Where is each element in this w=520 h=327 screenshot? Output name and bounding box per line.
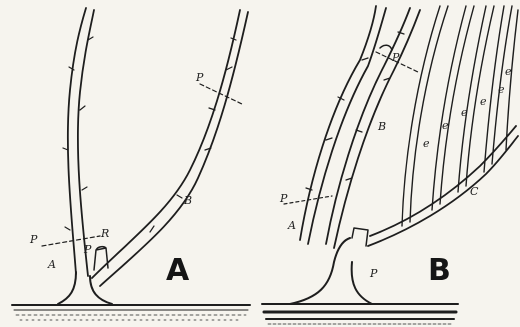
label-a-r: R bbox=[101, 228, 109, 239]
label-b-e-5: e bbox=[498, 84, 505, 95]
label-b-e-1: e bbox=[423, 138, 430, 149]
panel-a-right-shoot-b bbox=[92, 10, 248, 286]
panel-b-label: B bbox=[428, 256, 451, 286]
panel-a-stub-r bbox=[94, 247, 108, 270]
panel-b-shoots-e bbox=[402, 6, 518, 226]
label-b-p-left: P bbox=[280, 193, 287, 204]
label-b-e-6: e bbox=[505, 66, 512, 77]
label-b-b: B bbox=[378, 121, 386, 132]
label-a-b: B bbox=[184, 195, 192, 206]
panel-b-drawing bbox=[262, 6, 518, 324]
label-b-e-4: e bbox=[480, 96, 487, 107]
panel-b-ground bbox=[262, 304, 458, 324]
label-b-c: C bbox=[470, 186, 478, 197]
panel-b-stub bbox=[352, 228, 368, 246]
panel-b-trunk bbox=[290, 238, 372, 304]
label-a-a: A bbox=[48, 259, 56, 270]
label-a-p-small: P bbox=[84, 244, 91, 255]
panel-a-drawing bbox=[12, 8, 250, 320]
panel-a-label: A bbox=[166, 256, 189, 286]
label-b-e-2: e bbox=[442, 120, 449, 131]
panel-a-left-shoot bbox=[63, 8, 94, 276]
label-b-e-3: e bbox=[461, 107, 468, 118]
label-a-p-upper: P bbox=[196, 72, 203, 83]
label-b-p-trunk: P bbox=[370, 268, 377, 279]
panel-a-ground bbox=[12, 305, 250, 320]
panel-b-arm-c bbox=[368, 126, 518, 246]
label-b-a: A bbox=[288, 220, 296, 231]
label-a-p-left: P bbox=[30, 234, 37, 245]
panel-a-trunk bbox=[58, 272, 112, 304]
label-b-p-shoot: P bbox=[392, 52, 399, 63]
